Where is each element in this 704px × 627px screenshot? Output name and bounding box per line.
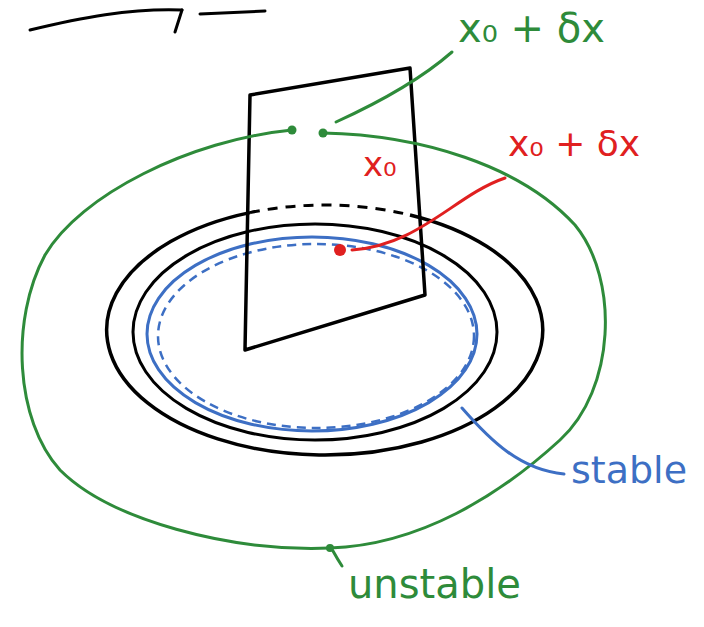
torus-inner-rim <box>133 224 497 440</box>
annotation-label: unstable <box>345 562 524 606</box>
leader-line <box>336 52 452 122</box>
leader-line <box>462 408 564 474</box>
annotation-label: stable <box>568 450 690 492</box>
section-plane <box>245 68 425 350</box>
annotation-label: x₀ <box>360 146 400 183</box>
unstable-orbit <box>22 130 605 548</box>
sketch-stroke <box>200 11 265 14</box>
torus-hidden-outline <box>250 205 410 215</box>
leader-line <box>352 178 505 250</box>
stable-orbit <box>147 237 477 431</box>
fixed-point <box>334 244 346 256</box>
annotation-label: x₀ + δx <box>455 6 608 50</box>
stable-orbit-dashed <box>158 244 474 428</box>
sketch-stroke <box>175 10 182 32</box>
orbit-point <box>288 126 297 135</box>
leader-line <box>333 551 342 566</box>
torus-outline <box>107 213 543 455</box>
sketch-stroke <box>30 10 182 30</box>
annotation-label: x₀ + δx <box>505 124 643 164</box>
orbit-point <box>319 129 328 138</box>
